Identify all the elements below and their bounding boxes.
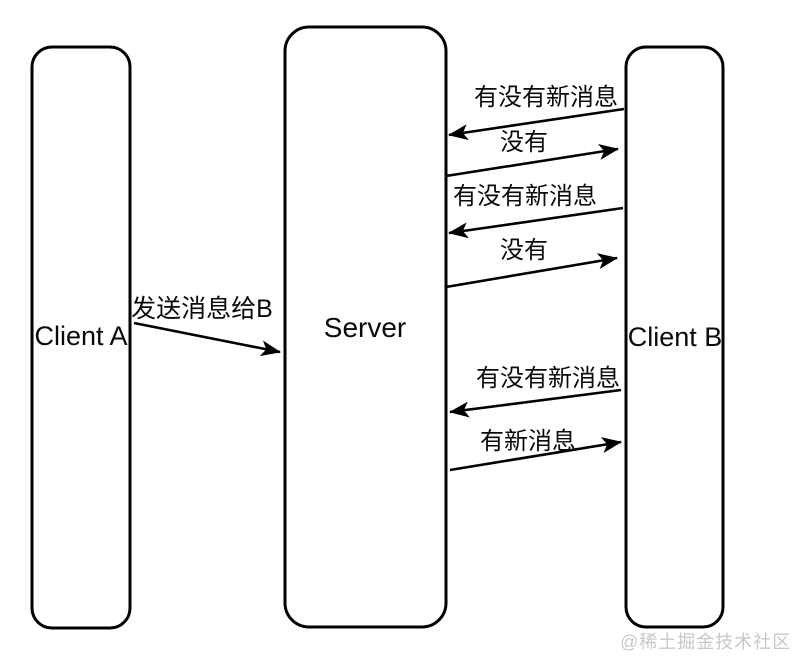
poll-2-label: 有没有新消息 [453, 183, 597, 210]
arrow-poll-1-clientb-to-server [448, 107, 625, 141]
server-box [283, 25, 448, 629]
arrow-poll-2-clientb-to-server [448, 206, 624, 239]
poll-3-label: 有没有新消息 [476, 365, 620, 392]
arrow-reply-3-server-to-clientb [449, 437, 622, 472]
client-b-label: Client B [628, 322, 723, 352]
reply-2-label: 没有 [500, 237, 548, 264]
arrow-send-clienta-to-server [133, 321, 281, 357]
poll-1-label: 有没有新消息 [474, 84, 618, 111]
server-label: Server [324, 312, 406, 343]
arrow-poll-3-clientb-to-server [449, 388, 622, 418]
send-to-b-label: 发送消息给B [131, 295, 273, 323]
arrow-reply-2-server-to-clientb [445, 253, 618, 289]
watermark-text: @稀土掘金技术社区 [620, 632, 791, 652]
client-b-box [624, 45, 725, 629]
reply-3-label: 有新消息 [480, 428, 576, 455]
client-a-label: Client A [34, 321, 127, 351]
client-a-box [30, 45, 132, 630]
reply-1-label: 没有 [500, 129, 548, 156]
arrow-reply-1-server-to-clientb [445, 144, 619, 178]
